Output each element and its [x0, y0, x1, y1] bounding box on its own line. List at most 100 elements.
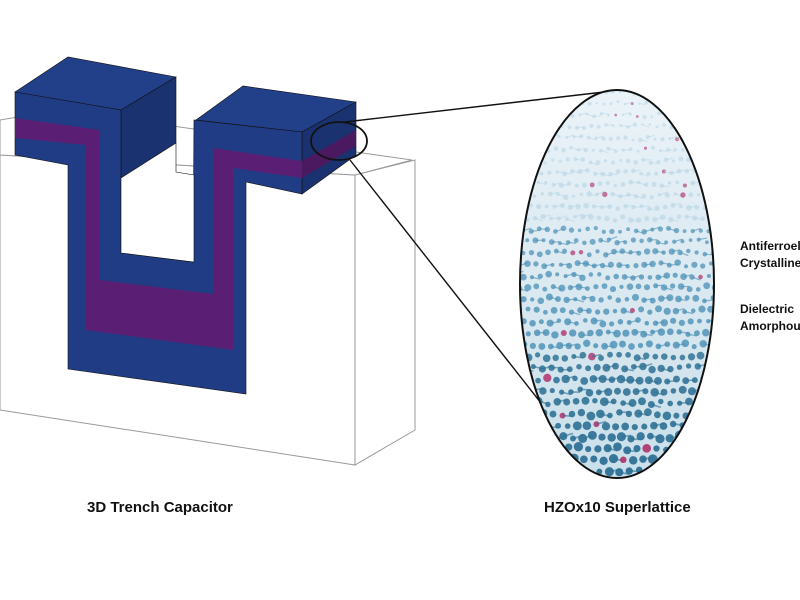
lattice-atom	[615, 169, 621, 175]
lattice-bond	[585, 90, 593, 93]
lattice-atom	[520, 467, 525, 477]
lattice-atom	[697, 318, 702, 324]
lattice-atom	[641, 423, 648, 430]
lattice-atom	[704, 434, 713, 443]
lattice-atom	[554, 468, 565, 478]
lattice-atom	[676, 125, 681, 130]
lattice-atom	[610, 398, 617, 405]
lattice-atom	[598, 355, 604, 361]
lattice-atom	[612, 124, 615, 127]
lattice-atom	[663, 272, 671, 279]
lattice-atom	[684, 214, 689, 219]
lattice-bond	[684, 311, 694, 315]
lattice-atom	[688, 192, 694, 198]
lattice-bond	[669, 136, 678, 140]
lattice-atom	[602, 191, 608, 198]
lattice-atom	[544, 226, 551, 233]
lattice-atom	[510, 455, 520, 465]
lattice-atom	[555, 422, 562, 429]
lattice-atom	[601, 422, 611, 431]
lattice-atom	[540, 455, 549, 464]
lattice-bond	[703, 101, 711, 104]
lattice-atom	[623, 169, 629, 174]
lattice-atom	[576, 91, 580, 95]
lattice-atom	[586, 411, 596, 421]
lattice-atom	[611, 160, 616, 165]
lattice-atom	[620, 456, 627, 464]
lattice-atom	[582, 126, 587, 131]
lattice-atom	[690, 442, 701, 452]
lattice-bond	[639, 103, 647, 105]
lattice-atom	[685, 363, 692, 369]
lattice-atom	[601, 136, 606, 141]
lattice-atom	[630, 363, 637, 370]
lattice-bond	[647, 134, 656, 138]
label-dielectric-line2: Amorphou	[740, 319, 800, 333]
lattice-atom	[620, 214, 626, 220]
lattice-bond	[520, 399, 530, 404]
lattice-atom	[703, 92, 706, 95]
lattice-atom	[653, 137, 657, 141]
lattice-atom	[561, 355, 569, 362]
lattice-atom	[622, 388, 631, 396]
lattice-atom	[517, 103, 520, 106]
lattice-atom	[635, 317, 641, 323]
lattice-atom	[520, 123, 521, 128]
lattice-atom	[703, 282, 711, 290]
lattice-atom	[716, 468, 722, 474]
lattice-bond	[546, 98, 555, 103]
lattice-atom	[535, 137, 539, 140]
lattice-bond	[563, 432, 574, 438]
lattice-atom	[614, 113, 618, 117]
lattice-bond	[671, 249, 681, 253]
lattice-atom	[642, 115, 647, 119]
lattice-atom	[577, 228, 582, 233]
lattice-atom	[659, 422, 668, 430]
lattice-bond	[675, 307, 685, 312]
lattice-atom	[609, 286, 617, 293]
lattice-atom	[638, 397, 646, 406]
lattice-atom	[675, 137, 680, 142]
lattice-atom	[546, 319, 554, 327]
lattice-bond	[520, 270, 524, 275]
lattice-atom	[714, 180, 718, 184]
lattice-atom	[609, 101, 613, 106]
lattice-atom	[555, 445, 563, 454]
lattice-atom	[546, 124, 550, 127]
lattice-bond	[704, 299, 714, 302]
lattice-atom	[628, 112, 632, 116]
lattice-atom	[581, 182, 588, 188]
lattice-atom	[595, 102, 598, 105]
lattice-bond	[681, 102, 690, 104]
lattice-atom	[666, 328, 674, 336]
lattice-atom	[524, 145, 529, 150]
lattice-atom	[584, 286, 590, 292]
lattice-atom	[666, 147, 670, 152]
lattice-atom	[686, 248, 691, 254]
lattice-atom	[680, 239, 685, 244]
lattice-atom	[583, 202, 589, 209]
lattice-atom	[594, 445, 602, 453]
lattice-atom	[604, 215, 610, 222]
lattice-atom	[530, 412, 538, 420]
lattice-atom	[566, 262, 573, 269]
lattice-atom	[657, 226, 664, 232]
lattice-atom	[634, 409, 643, 418]
lattice-atom	[687, 100, 691, 104]
lattice-atom	[571, 353, 577, 360]
lattice-bond	[640, 139, 648, 143]
lattice-atom	[662, 204, 668, 210]
lattice-atom	[706, 273, 711, 279]
lattice-atom	[585, 389, 594, 397]
lattice-atom	[565, 157, 570, 162]
lattice-atom	[560, 457, 568, 465]
lattice-atom	[542, 354, 551, 363]
lattice-atom	[599, 456, 608, 465]
lattice-atom	[581, 396, 590, 405]
lattice-atom	[691, 377, 698, 384]
lattice-atom	[664, 192, 670, 198]
lattice-atom	[689, 92, 692, 95]
lattice-bond	[688, 101, 697, 105]
lattice-atom	[520, 217, 521, 221]
lattice-atom	[661, 250, 666, 255]
